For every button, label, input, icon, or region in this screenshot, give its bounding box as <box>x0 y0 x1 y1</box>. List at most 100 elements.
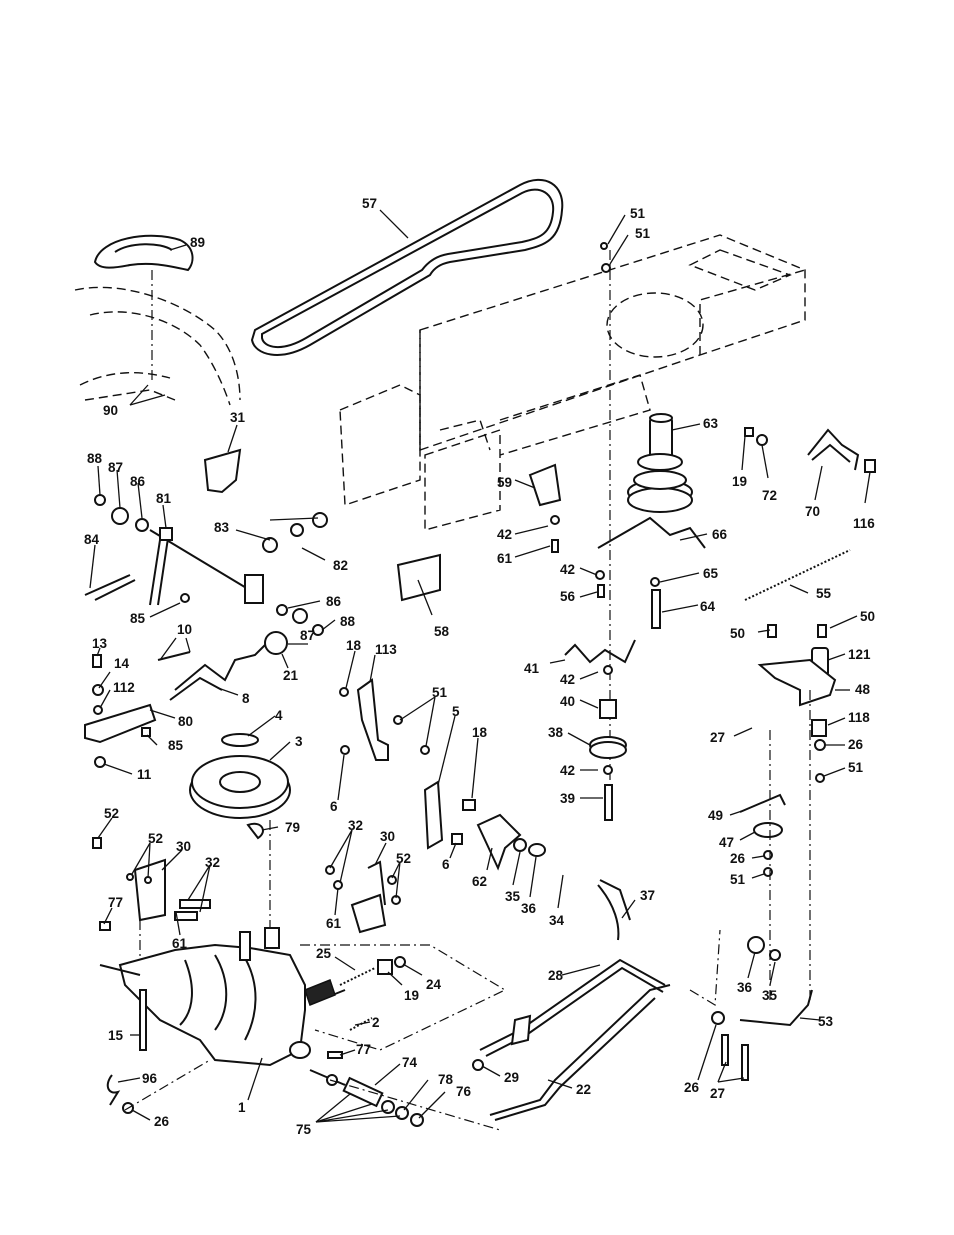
callout: 34 <box>549 913 565 928</box>
callout: 87 <box>300 628 315 643</box>
callout: 86 <box>326 594 342 609</box>
callout-labels: 57 51 51 89 90 31 63 19 72 70 116 88 87 … <box>84 196 875 1137</box>
callout: 35 <box>505 889 521 904</box>
callout: 52 <box>396 851 411 866</box>
fender-cover <box>93 234 194 380</box>
drive-belt <box>250 179 564 356</box>
callout: 18 <box>346 638 362 653</box>
callout: 81 <box>156 491 172 506</box>
callout: 58 <box>434 624 450 639</box>
callout: 61 <box>497 551 513 566</box>
callout: 50 <box>860 609 875 624</box>
callout: 22 <box>576 1082 591 1097</box>
leader-lines <box>89 209 871 1123</box>
callout: 86 <box>130 474 146 489</box>
right-linkage <box>711 427 876 1081</box>
chassis-frame <box>339 234 806 531</box>
callout: 13 <box>92 636 108 651</box>
callout: 26 <box>848 737 864 752</box>
callout: 66 <box>712 527 728 542</box>
callout: 19 <box>404 988 419 1003</box>
spring-box <box>300 944 507 1051</box>
callout: 36 <box>521 901 537 916</box>
callout: 26 <box>684 1080 700 1095</box>
callout: 118 <box>848 710 870 725</box>
callout: 90 <box>103 403 118 418</box>
callout: 49 <box>708 808 723 823</box>
callout: 6 <box>330 799 338 814</box>
fender-outline <box>74 286 241 406</box>
callout: 56 <box>560 589 576 604</box>
callout: 32 <box>348 818 363 833</box>
callout: 112 <box>113 680 135 695</box>
callout: 82 <box>333 558 348 573</box>
bracket-31 <box>203 448 242 494</box>
callout: 21 <box>283 668 299 683</box>
callout: 52 <box>104 806 119 821</box>
callout: 42 <box>497 527 512 542</box>
callout: 14 <box>114 656 130 671</box>
callout: 96 <box>142 1071 158 1086</box>
callout: 61 <box>326 916 342 931</box>
callout: 51 <box>432 685 448 700</box>
callout: 70 <box>805 504 820 519</box>
left-bracket-assembly <box>92 820 271 960</box>
callout: 38 <box>548 725 564 740</box>
callout: 85 <box>168 738 184 753</box>
callout: 78 <box>438 1072 454 1087</box>
callout: 29 <box>504 1070 519 1085</box>
callout: 27 <box>710 730 725 745</box>
callout: 84 <box>84 532 100 547</box>
callout: 26 <box>730 851 746 866</box>
callout: 31 <box>230 410 246 425</box>
callout: 36 <box>737 980 753 995</box>
callout: 27 <box>710 1086 725 1101</box>
callout: 40 <box>560 694 575 709</box>
callout: 51 <box>848 760 864 775</box>
callout: 72 <box>762 488 777 503</box>
callout: 26 <box>154 1114 170 1129</box>
control-rods <box>472 879 721 1121</box>
callout: 42 <box>560 763 575 778</box>
cotter-pin <box>106 1059 211 1114</box>
callout: 2 <box>372 1015 380 1030</box>
callout: 80 <box>178 714 193 729</box>
callout: 11 <box>137 767 152 782</box>
callout: 53 <box>818 1014 834 1029</box>
callout: 5 <box>452 704 460 719</box>
callout: 18 <box>472 725 488 740</box>
callout: 6 <box>442 857 450 872</box>
callout: 85 <box>130 611 146 626</box>
callout: 88 <box>340 614 356 629</box>
callout: 28 <box>548 968 564 983</box>
callout: 74 <box>402 1055 418 1070</box>
callout: 32 <box>205 855 220 870</box>
callout: 87 <box>108 460 123 475</box>
callout: 77 <box>108 895 123 910</box>
callout: 24 <box>426 977 442 992</box>
transmission-pulley <box>189 733 291 840</box>
callout: 57 <box>362 196 377 211</box>
callout: 61 <box>172 936 188 951</box>
callout: 77 <box>356 1042 371 1057</box>
callout: 42 <box>560 672 575 687</box>
callout: 121 <box>848 647 871 662</box>
bracket-58 <box>396 553 441 602</box>
callout: 79 <box>285 820 300 835</box>
callout: 63 <box>703 416 719 431</box>
callout: 3 <box>295 734 303 749</box>
callout: 113 <box>375 642 397 657</box>
callout: 64 <box>700 599 716 614</box>
callout: 75 <box>296 1122 312 1137</box>
callout: 51 <box>630 206 646 221</box>
callout: 37 <box>640 888 655 903</box>
callout: 42 <box>560 562 575 577</box>
callout: 88 <box>87 451 103 466</box>
callout: 51 <box>635 226 651 241</box>
transaxle <box>99 927 346 1086</box>
callout: 30 <box>380 829 395 844</box>
callout: 35 <box>762 988 778 1003</box>
callout: 65 <box>703 566 719 581</box>
callout: 39 <box>560 791 575 806</box>
callout: 1 <box>238 1100 246 1115</box>
